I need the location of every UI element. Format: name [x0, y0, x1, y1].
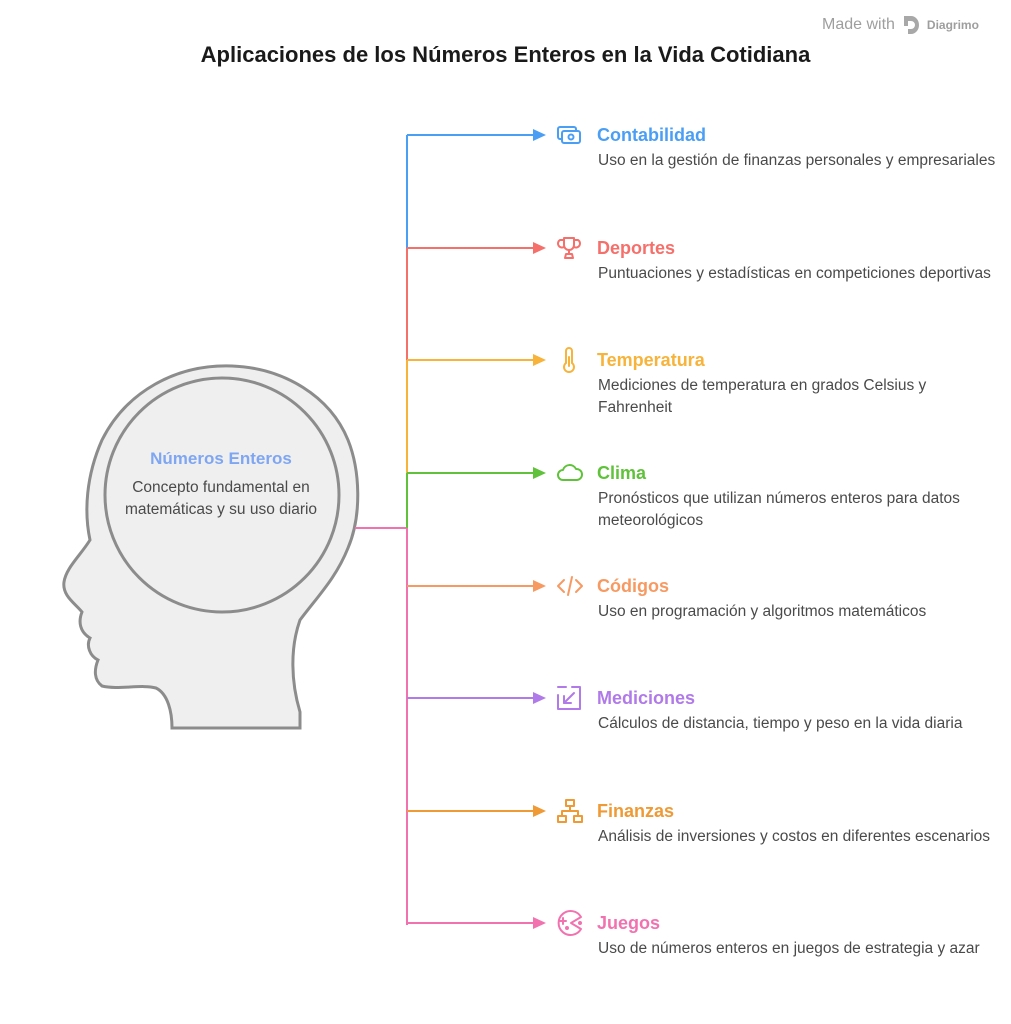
item-deportes: Deportes Puntuaciones y estadísticas en … — [556, 236, 1001, 285]
game-icon — [556, 910, 584, 936]
item-codigos: Códigos Uso en programación y algoritmos… — [556, 574, 1001, 623]
item-juegos: Juegos Uso de números enteros en juegos … — [556, 910, 1001, 960]
item-title: Contabilidad — [597, 124, 706, 145]
item-title: Temperatura — [597, 349, 705, 370]
item-title: Códigos — [597, 575, 669, 596]
item-title: Finanzas — [597, 800, 675, 821]
item-mediciones: Mediciones Cálculos de distancia, tiempo… — [556, 686, 1001, 735]
center-title: Números Enteros — [150, 449, 292, 468]
item-title: Mediciones — [597, 687, 696, 708]
money-icon — [556, 123, 584, 147]
item-temperatura: Temperatura Mediciones de temperatura en… — [556, 347, 1001, 419]
item-title: Deportes — [597, 237, 676, 258]
thermometer-icon — [556, 347, 584, 373]
branch-juegos — [407, 917, 546, 929]
item-title: Juegos — [597, 912, 661, 933]
branch-contabilidad — [407, 129, 546, 141]
item-description: Mediciones de temperatura en grados Cels… — [598, 377, 927, 416]
code-icon — [556, 574, 584, 598]
item-clima: Clima Pronósticos que utilizan números e… — [556, 461, 1001, 532]
branch-temperatura — [407, 354, 546, 366]
item-description: Análisis de inversiones y costos en dife… — [598, 828, 991, 845]
branch-mediciones — [407, 692, 546, 704]
branch-finanzas — [407, 805, 546, 817]
center-description: Concepto fundamental en matemáticas y su… — [124, 479, 318, 518]
item-description: Cálculos de distancia, tiempo y peso en … — [598, 715, 963, 732]
trophy-icon — [556, 236, 584, 260]
watermark: Made with Diagrimo — [822, 14, 979, 36]
watermark-text: Made with — [822, 16, 895, 33]
center-circle — [103, 376, 341, 614]
watermark-brand: Diagrimo — [926, 18, 979, 32]
branch-deportes — [407, 242, 546, 254]
page-title: Aplicaciones de los Números Enteros en l… — [200, 42, 811, 67]
item-description: Uso de números enteros en juegos de estr… — [598, 940, 980, 957]
measure-icon — [556, 686, 584, 710]
diagrimo-logo-icon — [903, 16, 919, 34]
item-contabilidad: Contabilidad Uso en la gestión de finanz… — [556, 123, 1001, 172]
item-title: Clima — [597, 462, 647, 483]
branch-codigos — [407, 580, 546, 592]
item-finanzas: Finanzas Análisis de inversiones y costo… — [556, 799, 1001, 848]
branch-clima — [407, 467, 546, 479]
item-description: Uso en la gestión de finanzas personales… — [598, 152, 996, 169]
item-description: Uso en programación y algoritmos matemát… — [598, 603, 927, 620]
item-description: Pronósticos que utilizan números enteros… — [598, 490, 960, 529]
hierarchy-icon — [556, 799, 584, 823]
item-description: Puntuaciones y estadísticas en competici… — [598, 265, 991, 282]
cloud-icon — [556, 461, 584, 485]
